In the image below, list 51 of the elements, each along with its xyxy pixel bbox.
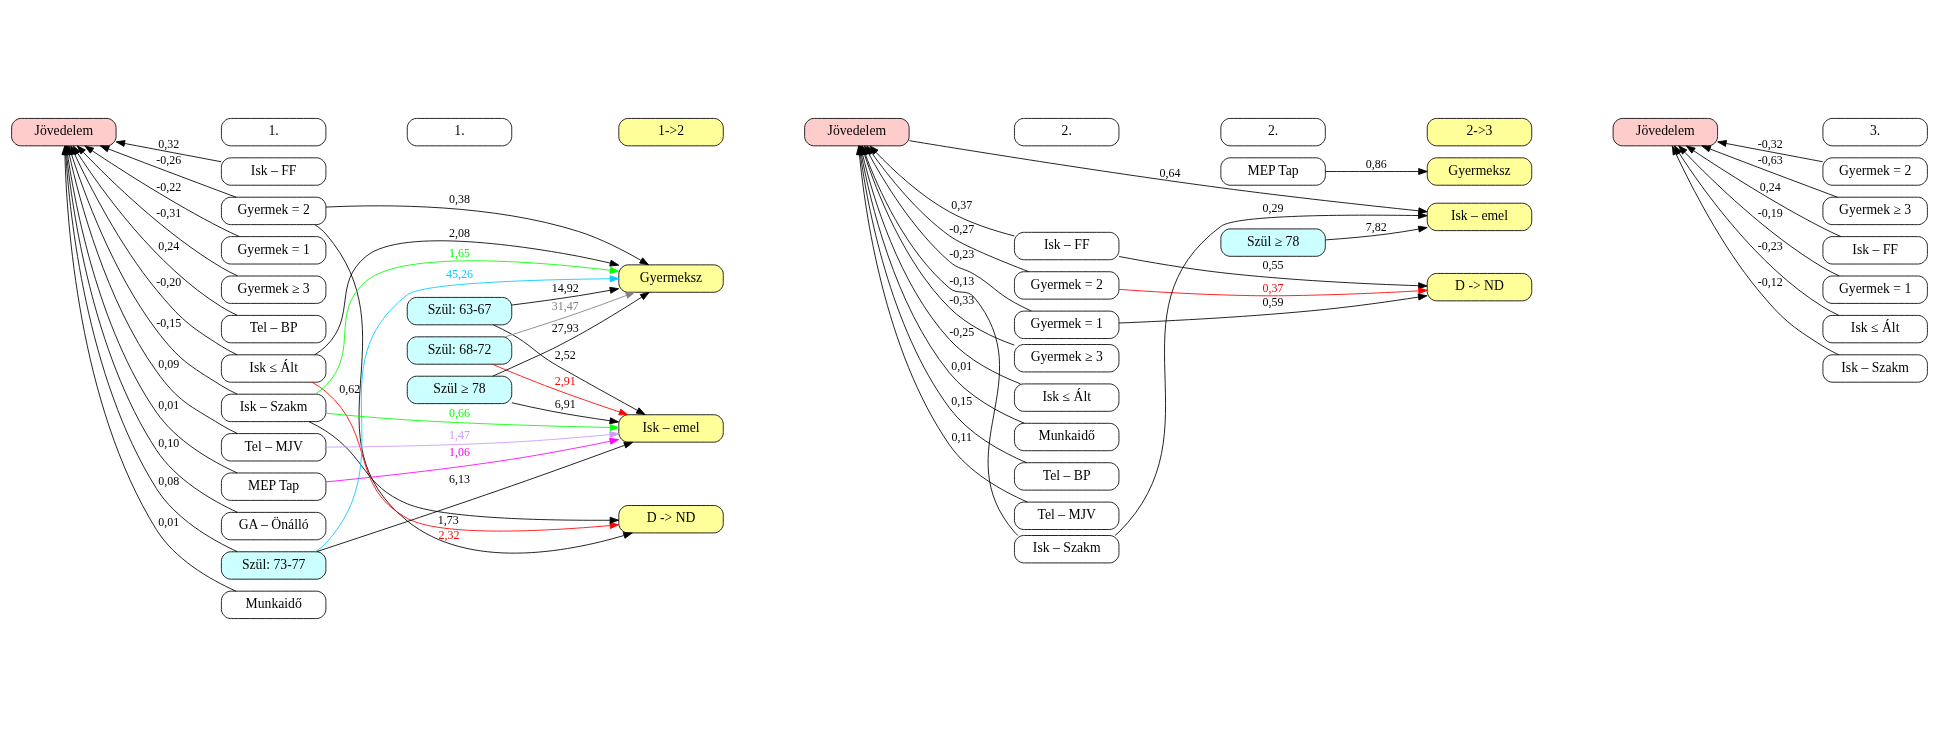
edge-label: 7,82 bbox=[1365, 219, 1387, 234]
edge-label: 1,47 bbox=[449, 427, 470, 442]
edge-label: 27,93 bbox=[551, 320, 579, 335]
edge-label: 1,65 bbox=[449, 245, 470, 260]
edge-label: 6,91 bbox=[554, 396, 576, 411]
edge-label: -0,23 bbox=[1757, 238, 1783, 253]
edge-label: 0,55 bbox=[1262, 257, 1284, 272]
edge-label: 0,66 bbox=[449, 405, 470, 420]
edge-label: -0,19 bbox=[1757, 205, 1783, 220]
edge-label: 0,15 bbox=[951, 393, 973, 408]
edge-label: -0,26 bbox=[156, 152, 182, 167]
edge-label: 0,24 bbox=[1759, 179, 1781, 194]
edge-label: 6,13 bbox=[449, 471, 470, 486]
edge-label: -0,27 bbox=[949, 221, 975, 235]
edge-label: -0,63 bbox=[1757, 152, 1783, 167]
edge-label: 2,32 bbox=[438, 527, 460, 542]
edge-label: -0,25 bbox=[949, 324, 975, 339]
edge-label: 0,32 bbox=[158, 136, 180, 151]
edge-label: 0,01 bbox=[158, 397, 180, 412]
edge-label: -0,13 bbox=[949, 273, 975, 288]
edge-label: 0,10 bbox=[158, 435, 180, 450]
edge-label: 2,52 bbox=[554, 347, 576, 362]
edge-label: 2,08 bbox=[449, 225, 470, 240]
edge-label: -0,23 bbox=[949, 246, 975, 261]
edge-label: -0,32 bbox=[1757, 136, 1783, 151]
edge-label: 0,24 bbox=[158, 238, 180, 253]
edge-label: 0,11 bbox=[951, 429, 973, 444]
edge-label: 0,37 bbox=[951, 197, 973, 212]
edge-label: 0,01 bbox=[158, 514, 180, 529]
edge-label: -0,31 bbox=[156, 205, 182, 220]
edge-label: 0,01 bbox=[951, 358, 973, 373]
edge-label: -0,20 bbox=[156, 274, 182, 289]
edge-label: -0,33 bbox=[949, 292, 975, 307]
edge-label: 0,08 bbox=[158, 473, 180, 488]
edge-label: -0,15 bbox=[156, 315, 182, 330]
edge-label: 0,29 bbox=[1262, 200, 1284, 215]
edge-label: 0,59 bbox=[1262, 294, 1284, 309]
edge-label: 1,73 bbox=[437, 512, 459, 527]
edge-label: 0,37 bbox=[1262, 280, 1284, 295]
edge-label: -0,22 bbox=[156, 179, 182, 194]
edge-label: -0,12 bbox=[1757, 274, 1783, 289]
edge-label: 2,91 bbox=[554, 373, 576, 388]
edge-label: 1,06 bbox=[449, 444, 470, 459]
edge-label: 0,86 bbox=[1365, 156, 1387, 171]
edge-label: 14,92 bbox=[551, 280, 579, 295]
edge-label: 0,09 bbox=[158, 356, 180, 371]
edge-label: 0,64 bbox=[1159, 165, 1181, 180]
edge-label: 45,26 bbox=[446, 266, 473, 281]
edge-label: 0,38 bbox=[449, 191, 470, 206]
edge-label: 31,47 bbox=[551, 298, 579, 313]
edge-label: 0,62 bbox=[339, 381, 361, 396]
